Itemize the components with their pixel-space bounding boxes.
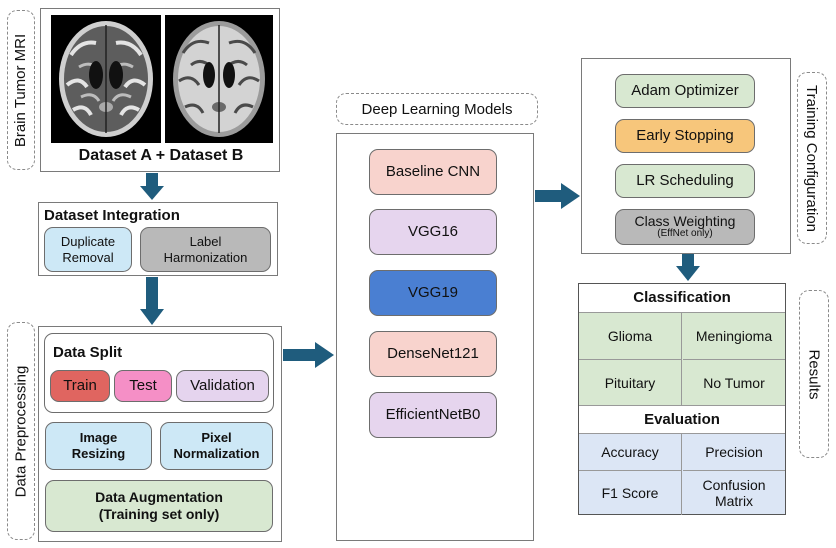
training-configuration-panel: Adam Optimizer Early Stopping LR Schedul… xyxy=(581,58,791,254)
confusion-matrix-line2: Matrix xyxy=(714,493,754,509)
dataset-caption: Dataset A + Dataset B xyxy=(78,147,244,164)
classification-title: Classification xyxy=(633,289,731,306)
label-harmonization-box: Label Harmonization xyxy=(140,227,271,272)
dataset-panel: Dataset A + Dataset B xyxy=(40,8,280,172)
lr-scheduling-box: LR Scheduling xyxy=(615,164,755,198)
brain-tumor-mri-side-label: Brain Tumor MRI xyxy=(7,10,35,170)
data-split-title: Data Split xyxy=(53,344,123,361)
classification-grid: Glioma Meningioma Pituitary No Tumor xyxy=(579,312,785,406)
duplicate-removal-line1: Duplicate xyxy=(60,233,116,249)
class-meningioma: Meningioma xyxy=(683,313,785,360)
class-glioma: Glioma xyxy=(579,313,682,360)
results-panel: Classification Glioma Meningioma Pituita… xyxy=(578,283,786,515)
pixel-normalization-line2: Normalization xyxy=(173,446,260,461)
image-resizing-line2: Resizing xyxy=(71,446,126,461)
pixel-normalization-line1: Pixel xyxy=(201,430,232,446)
results-side-label: Results xyxy=(799,290,829,458)
metric-precision: Precision xyxy=(683,434,785,471)
arrow-down-dataset xyxy=(140,173,164,200)
mri-image-a xyxy=(51,15,161,143)
early-stopping-box: Early Stopping xyxy=(615,119,755,153)
metric-accuracy: Accuracy xyxy=(579,434,682,471)
class-pituitary: Pituitary xyxy=(579,360,682,406)
data-augmentation-box: Data Augmentation (Training set only) xyxy=(45,480,273,532)
deep-learning-models-label: Deep Learning Models xyxy=(336,93,538,125)
confusion-matrix-line1: Confusion xyxy=(702,476,766,493)
data-preprocessing-side-label: Data Preprocessing xyxy=(7,322,35,540)
model-vgg19: VGG19 xyxy=(369,270,497,316)
pixel-normalization-box: Pixel Normalization xyxy=(160,422,273,470)
class-weighting-box: Class Weighting (EffNet only) xyxy=(615,209,755,245)
class-weighting-label: Class Weighting xyxy=(634,213,736,230)
train-box: Train xyxy=(50,370,110,402)
evaluation-title: Evaluation xyxy=(644,411,720,428)
data-preprocessing-panel: Data Split Train Test Validation Image R… xyxy=(38,326,282,542)
test-box: Test xyxy=(114,370,172,402)
data-augmentation-line1: Data Augmentation xyxy=(95,489,223,506)
model-densenet121: DenseNet121 xyxy=(369,331,497,377)
duplicate-removal-line2: Removal xyxy=(62,249,114,265)
metric-confusion-matrix: Confusion Matrix xyxy=(683,471,785,515)
models-panel: Baseline CNN VGG16 VGG19 DenseNet121 Eff… xyxy=(336,133,534,541)
data-split-panel: Data Split Train Test Validation xyxy=(44,333,274,413)
metric-f1-score: F1 Score xyxy=(579,471,682,515)
duplicate-removal-box: Duplicate Removal xyxy=(44,227,132,272)
integration-title: Dataset Integration xyxy=(44,207,180,224)
class-no-tumor: No Tumor xyxy=(703,374,765,391)
image-resizing-box: Image Resizing xyxy=(45,422,152,470)
label-harmonization-line2: Harmonization xyxy=(163,249,248,265)
model-efficientnetb0: EfficientNetB0 xyxy=(369,392,497,438)
image-resizing-line1: Image xyxy=(79,430,118,446)
model-baseline-cnn: Baseline CNN xyxy=(369,149,497,195)
mri-image-b xyxy=(165,15,273,143)
class-weighting-note: (EffNet only) xyxy=(657,228,713,240)
validation-box: Validation xyxy=(176,370,269,402)
label-harmonization-line1: Label xyxy=(189,233,222,249)
training-configuration-side-label: Training Configuration xyxy=(797,72,827,244)
adam-optimizer-box: Adam Optimizer xyxy=(615,74,755,108)
arrow-down-to-results xyxy=(676,254,700,281)
dataset-integration-panel: Dataset Integration Duplicate Removal La… xyxy=(38,202,278,276)
arrow-down-integration xyxy=(140,277,164,325)
evaluation-grid: Accuracy Precision F1 Score Confusion Ma… xyxy=(579,433,785,515)
arrow-right-to-models xyxy=(283,342,334,368)
data-augmentation-line2: (Training set only) xyxy=(98,506,220,522)
model-vgg16: VGG16 xyxy=(369,209,497,255)
arrow-right-to-training xyxy=(535,183,580,209)
